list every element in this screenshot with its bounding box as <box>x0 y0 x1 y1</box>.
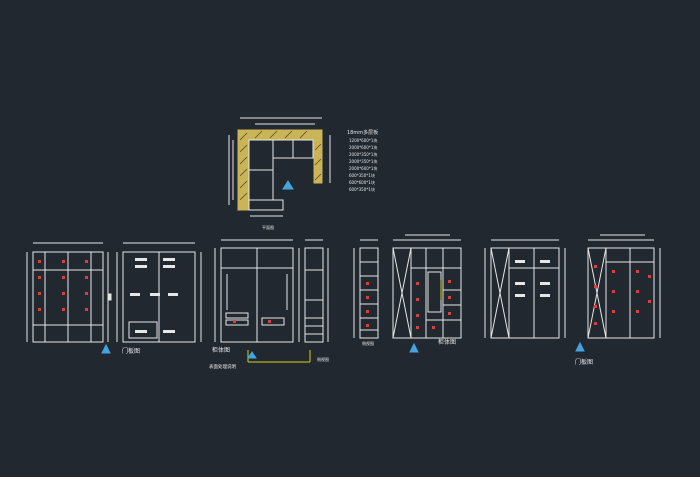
plan-legend-row: 2000*600*1块 <box>349 165 377 171</box>
plan-legend-row: 2000*600*1块 <box>349 144 377 150</box>
label-cabinet-body-2: 柜体图 <box>438 338 456 346</box>
label-door-panel-2: 门板图 <box>575 358 593 366</box>
label-cabinet-body-1: 柜体图 <box>212 346 230 354</box>
view-3-marker-icon <box>247 351 257 359</box>
view-8-door-panel <box>587 234 661 339</box>
label-side-view-2: 侧视图 <box>362 340 374 346</box>
label-door-panel-1: 门板图 <box>122 347 140 355</box>
highlight-bar-1 <box>247 350 311 363</box>
view-4-side-view <box>304 239 329 343</box>
plan-legend-row: 2000*350*1块 <box>349 151 377 157</box>
plan-marker-icon <box>282 180 294 190</box>
plan-view <box>228 117 331 217</box>
plan-wall-hatch <box>237 129 323 211</box>
view-3-cabinet-body <box>214 239 300 343</box>
view-6-marker-icon <box>409 342 419 353</box>
plan-legend-row: 600*350*1块 <box>349 186 375 192</box>
plan-legend-row: 600*600*1块 <box>349 179 375 185</box>
view-2-door-panel <box>116 242 202 343</box>
plan-caption: 平面图 <box>262 224 274 230</box>
plan-wall-hatch-lines <box>239 130 322 201</box>
plan-legend-row: 2000*350*1块 <box>349 158 377 164</box>
hardware-marks <box>38 260 651 329</box>
view-1-door-panel <box>26 242 112 354</box>
view-1-marker-icon <box>101 343 111 354</box>
view-8-marker-icon <box>575 341 585 352</box>
view-7-door-panel <box>484 239 566 339</box>
label-note-1: 表面处理说明 <box>209 363 236 370</box>
plan-legend-rows: 1200*600*1块 2000*600*1块 2000*350*1块 2000… <box>349 137 377 192</box>
plan-legend-row: 600*350*1块 <box>349 172 375 178</box>
plan-legend-title: 18mm多层板 <box>347 129 378 136</box>
plan-cabinet-bottom <box>248 199 284 211</box>
label-side-view-1: 侧视图 <box>317 356 329 362</box>
view-6-cabinet-body <box>392 234 462 339</box>
plan-legend-row: 1200*600*1块 <box>349 137 377 143</box>
view-5-shelf-unit <box>353 239 379 339</box>
